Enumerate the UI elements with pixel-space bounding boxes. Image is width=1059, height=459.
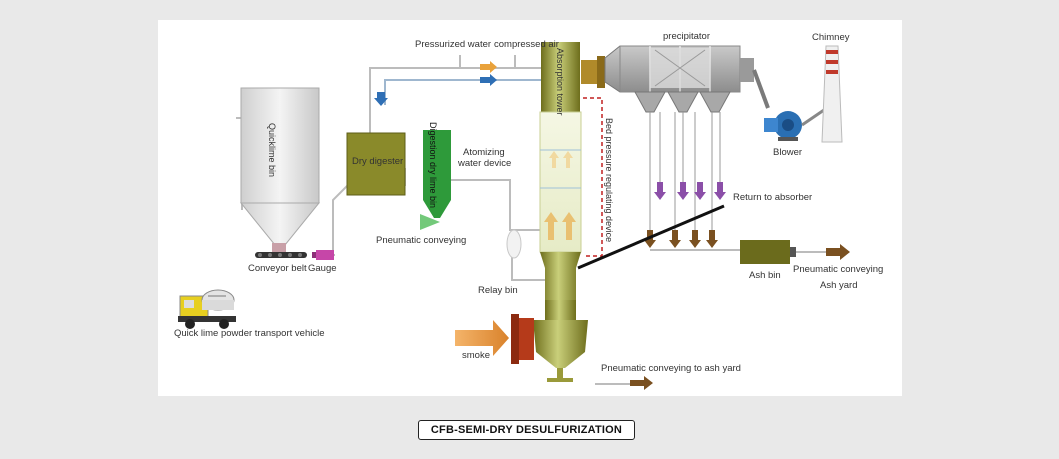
dry-digester-label: Dry digester [352, 156, 403, 167]
compressed-air-label: compressed air [494, 39, 559, 50]
ash-bin-label: Ash bin [749, 270, 781, 281]
pneumatic-flow-arrow-icon [420, 214, 440, 230]
ash-yard-arrow-icon [630, 376, 653, 390]
absorption-tower: Absorption tower [511, 42, 605, 382]
dry-digester: Dry digester [346, 132, 406, 196]
blower-label: Blower [773, 147, 802, 158]
ash-collection-lines [649, 112, 721, 240]
digestion-bin-label: Digestion dry lime bin [428, 122, 438, 208]
quick-lime-vehicle [178, 289, 236, 329]
bed-pressure-line [583, 97, 603, 257]
absorption-tower-label: Absorption tower [555, 48, 565, 116]
return-to-absorber-label: Return to absorber [733, 192, 812, 203]
precipitator-label: precipitator [663, 31, 710, 42]
precipitator [604, 45, 770, 113]
smoke-label: smoke [462, 350, 490, 361]
water-arrow-icon [480, 74, 497, 86]
purple-arrows-icon [654, 182, 726, 200]
pneumatic-conveying-right-label: Pneumatic conveying [793, 264, 883, 275]
gauge [312, 250, 334, 260]
air-arrow-icon [480, 61, 497, 73]
atomizing-label-line2: water device [457, 158, 511, 169]
chimney [821, 45, 843, 143]
blower [764, 108, 825, 141]
ash-output-arrow-icon [826, 244, 850, 260]
pneumatic-conveying-label: Pneumatic conveying [376, 235, 466, 246]
ash-bin [740, 240, 796, 264]
relay-bin-label: Relay bin [478, 285, 518, 296]
gauge-label: Gauge [308, 263, 337, 274]
blue-down-arrow-icon [374, 92, 388, 106]
ash-yard-label: Ash yard [820, 280, 858, 291]
quicklime-bin: Quicklime bin [239, 87, 321, 253]
quicklime-bin-label: Quicklime bin [267, 123, 277, 177]
brown-arrows-icon [644, 230, 718, 248]
relay-bin [506, 229, 522, 259]
return-line [577, 204, 725, 270]
diagram-caption: CFB-SEMI-DRY DESULFURIZATION [418, 420, 635, 440]
pressurized-water-label: Pressurized water [415, 39, 491, 50]
atomizing-label-line1: Atomizing [463, 147, 505, 158]
bed-pressure-label: Bed pressure regulating device [604, 118, 614, 242]
chimney-label: Chimney [812, 32, 850, 43]
quick-lime-vehicle-label: Quick lime powder transport vehicle [174, 328, 324, 339]
digestion-dry-lime-bin: Digestion dry lime bin [423, 122, 451, 218]
pneumatic-to-ash-yard-label: Pneumatic conveying to ash yard [601, 363, 741, 374]
conveyor-belt [255, 252, 307, 258]
conveyor-belt-label: Conveyor belt [248, 263, 307, 274]
smoke-arrow-icon [455, 320, 509, 356]
